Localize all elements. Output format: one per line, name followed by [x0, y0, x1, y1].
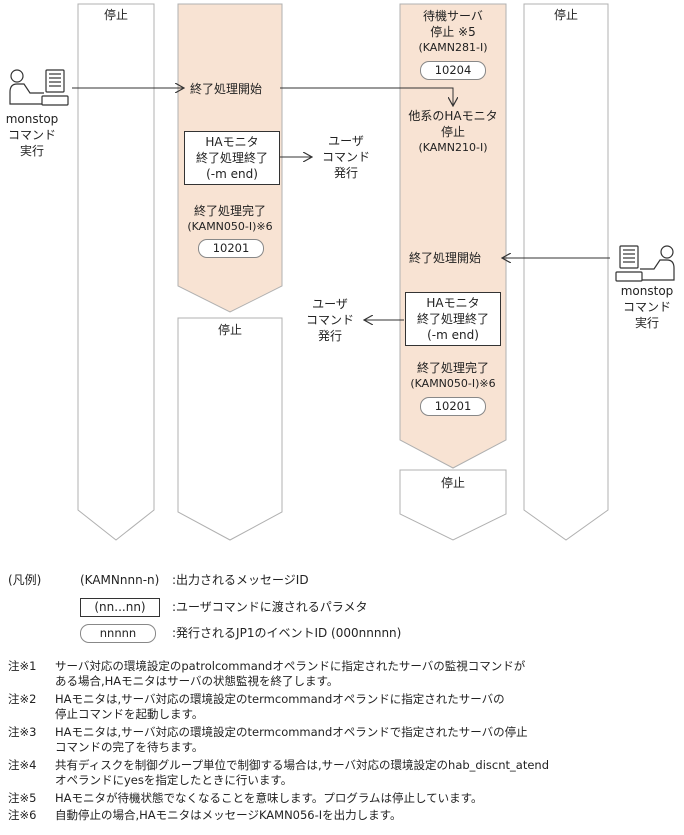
- actor-label-line: コマンド: [7, 128, 56, 142]
- lane2-complete-message-id: (KAMN050-I)※6: [187, 220, 273, 233]
- lane2-stop-label: 停止: [217, 323, 242, 337]
- note-line: コマンドの完了を待ちます。: [55, 740, 204, 754]
- box-line: HAモニタ: [426, 296, 480, 310]
- note-6: 注※6 自動停止の場合,HAモニタはメッセージKAMN056-Iを出力します。: [8, 808, 402, 823]
- actor-label-line: monstop: [5, 112, 59, 126]
- legend-event-id-desc: :発行されるJP1のイベントID (000nnnnn): [172, 626, 402, 640]
- lane3-user-command-label: ユーザ コマンド 発行: [300, 296, 360, 344]
- legend-parameter-sample: (nn...nn): [80, 598, 160, 617]
- lane2-user-command-label: ユーザ コマンド 発行: [316, 133, 376, 181]
- right-actor-label: monstop コマンド 実行: [614, 283, 680, 331]
- arrow-to-other-ha-monitor: [280, 87, 453, 106]
- lane1-column: [77, 3, 155, 541]
- note-line: HAモニタは,サーバ対応の環境設定のtermcommandオペランドに指定された…: [55, 692, 505, 706]
- lane3-stopped-column: [399, 469, 507, 541]
- user-command-line: 発行: [333, 166, 358, 180]
- note-3: 注※3 HAモニタは,サーバ対応の環境設定のtermcommandオペランドで指定…: [8, 725, 528, 755]
- lane3-event-id-badge-2: 10201: [420, 397, 486, 416]
- note-line: 自動停止の場合,HAモニタはメッセージKAMN056-Iを出力します。: [55, 808, 402, 822]
- actor-label-line: コマンド: [622, 300, 671, 314]
- left-actor-label: monstop コマンド 実行: [2, 111, 62, 159]
- lane2-stopped-column: [177, 317, 283, 541]
- lane3-complete-label: 終了処理完了: [416, 361, 489, 375]
- lane3-other-ha-label: 他系のHAモニタ: [408, 109, 498, 123]
- note-4: 注※4 共有ディスクを制御グループ単位で制御する場合は,サーバ対応の環境設定のha…: [8, 758, 549, 788]
- box-line: (-m end): [206, 167, 258, 181]
- lane3-other-ha-stop-label: 停止: [440, 125, 465, 139]
- note-line: 停止コマンドを起動します。: [55, 707, 204, 721]
- actor-label-line: 実行: [19, 144, 44, 158]
- user-command-line: コマンド: [321, 150, 370, 164]
- legend-event-id-sample: nnnnn: [80, 624, 156, 643]
- legend-message-id-desc: :出力されるメッセージID: [172, 573, 309, 587]
- lane2-complete-label: 終了処理完了: [193, 204, 266, 218]
- box-line: 終了処理終了: [195, 151, 268, 165]
- lane1-title: 停止: [103, 8, 128, 22]
- user-command-line: ユーザ: [312, 297, 348, 311]
- box-line: (-m end): [427, 328, 479, 342]
- lane4-title: 停止: [553, 8, 578, 22]
- note-line: サーバ対応の環境設定のpatrolcommandオペランドに指定されたサーバの監…: [55, 659, 526, 673]
- actor-label-line: 実行: [634, 316, 659, 330]
- lane3-standby-stop-label: 停止 ※5: [430, 25, 476, 39]
- lane3-start-label: 終了処理開始: [409, 251, 482, 265]
- note-label: 注※5: [8, 791, 37, 805]
- lane4-column: [523, 3, 609, 541]
- note-5: 注※5 HAモニタが待機状態でなくなることを意味します。プログラムは停止しています…: [8, 791, 483, 806]
- note-label: 注※1: [8, 659, 37, 673]
- legend-message-id-sample: (KAMNnnn-n): [80, 573, 160, 587]
- note-line: ある場合,HAモニタはサーバの状態監視を終了します。: [55, 674, 339, 688]
- user-command-line: コマンド: [305, 313, 354, 327]
- note-label: 注※4: [8, 758, 37, 772]
- note-label: 注※2: [8, 692, 37, 706]
- box-line: 終了処理終了: [416, 312, 489, 326]
- note-label: 注※3: [8, 725, 37, 739]
- lane3-event-id-badge-1: 10204: [420, 61, 486, 80]
- lane3-ha-monitor-box: HAモニタ 終了処理終了 (-m end): [405, 292, 501, 346]
- lane2-start-label: 終了処理開始: [190, 81, 265, 97]
- actor-label-line: monstop: [620, 284, 674, 298]
- note-line: HAモニタが待機状態でなくなることを意味します。プログラムは停止しています。: [55, 791, 483, 805]
- note-line: オペランドにyesを指定したときに行います。: [55, 773, 293, 787]
- legend-title: (凡例): [8, 573, 42, 587]
- person-at-computer-icon: [615, 245, 675, 282]
- note-label: 注※6: [8, 808, 37, 822]
- box-line: HAモニタ: [205, 135, 259, 149]
- lane2-event-id-badge: 10201: [198, 239, 264, 258]
- user-command-line: 発行: [317, 329, 342, 343]
- lane3-other-ha-message-id: (KAMN210-I): [418, 141, 488, 154]
- lane3-complete-message-id: (KAMN050-I)※6: [410, 377, 496, 390]
- lane3-stop-label: 停止: [440, 476, 465, 490]
- note-line: HAモニタは,サーバ対応の環境設定のtermcommandオペランドで指定された…: [55, 725, 528, 739]
- user-command-line: ユーザ: [328, 134, 364, 148]
- lane3-standby-message-id: (KAMN281-I): [418, 41, 488, 54]
- lane3-active-column: [399, 3, 507, 469]
- lane3-standby-label: 待機サーバ: [423, 9, 483, 23]
- note-2: 注※2 HAモニタは,サーバ対応の環境設定のtermcommandオペランドに指定…: [8, 692, 505, 722]
- lane2-ha-monitor-box: HAモニタ 終了処理終了 (-m end): [184, 131, 280, 185]
- legend-parameter-desc: :ユーザコマンドに渡されるパラメタ: [172, 600, 368, 614]
- note-line: 共有ディスクを制御グループ単位で制御する場合は,サーバ対応の環境設定のhab_d…: [55, 758, 550, 772]
- note-1: 注※1 サーバ対応の環境設定のpatrolcommandオペランドに指定されたサー…: [8, 659, 525, 689]
- person-at-computer-icon: [9, 69, 69, 106]
